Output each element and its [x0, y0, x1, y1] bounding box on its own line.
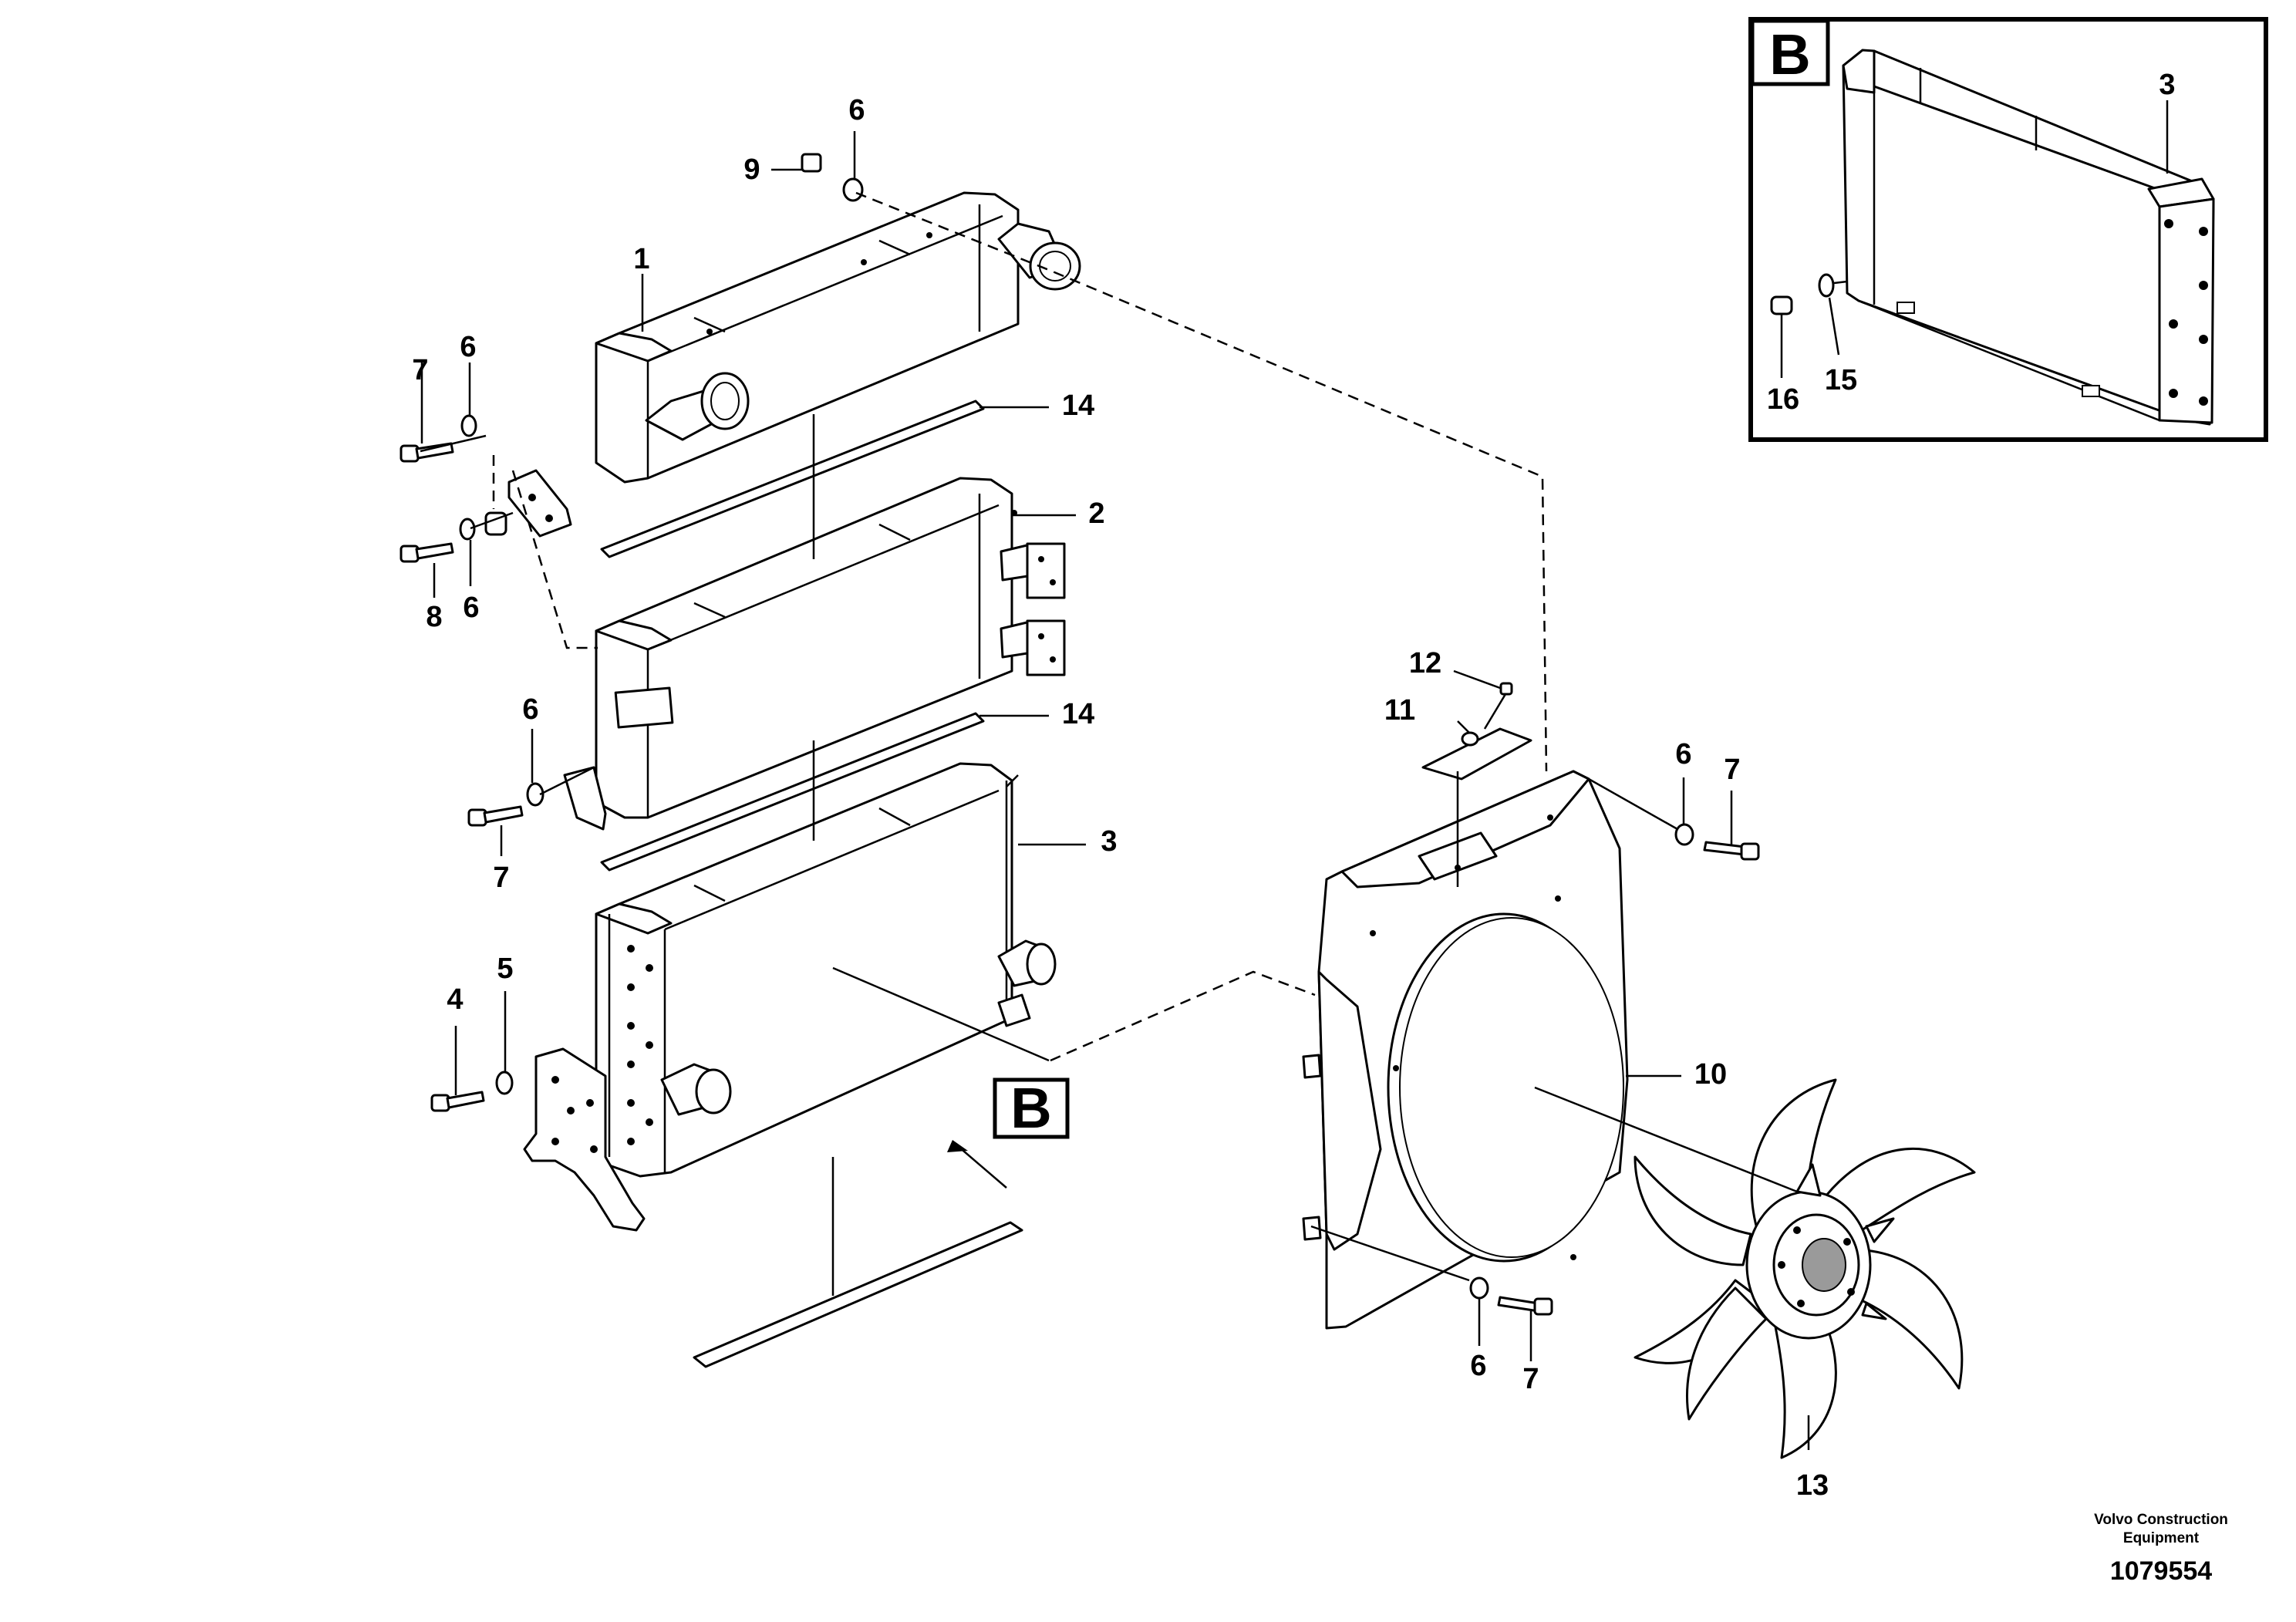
callout-numbers: 1 2 3 4 5 6 6 6 6 6 6 7 7 7 7 8 9 10 11 … — [412, 94, 1829, 1502]
nut-icon — [801, 153, 822, 173]
footer: Volvo Construction Equipment 1079554 — [2094, 1512, 2228, 1586]
bolt-icon — [1497, 1296, 1553, 1316]
part-3-radiator — [595, 762, 1057, 1178]
detail-b-label: B — [1769, 22, 1810, 86]
callout-2: 2 — [1088, 497, 1104, 530]
bolt-icon — [430, 1091, 485, 1112]
seal-washer-icon — [1818, 273, 1835, 298]
callout-8: 8 — [426, 601, 442, 633]
callout-4: 4 — [447, 983, 463, 1016]
washer-icon — [460, 414, 477, 437]
part-14-seal-strip-upper — [600, 400, 985, 558]
bottom-seal-strip — [693, 1221, 1023, 1368]
bolt-icon — [467, 805, 524, 827]
washer-icon — [1461, 731, 1479, 747]
assembly-lines — [420, 191, 1798, 1296]
callout-7-lower-left: 7 — [493, 862, 509, 894]
callout-6-mid-left: 6 — [463, 592, 479, 624]
callout-1: 1 — [633, 243, 649, 275]
callout-10: 10 — [1694, 1058, 1727, 1091]
part-13-cooling-fan — [1633, 1078, 1976, 1459]
detail-b-reference: B — [993, 1076, 1070, 1140]
part-1-charge-air-cooler — [595, 191, 1081, 484]
company-name-line1: Volvo Construction — [2094, 1512, 2228, 1528]
callout-14-lower: 14 — [1062, 698, 1094, 730]
washer-icon — [1674, 823, 1694, 846]
washer-icon — [526, 782, 544, 807]
fasteners — [400, 153, 1760, 1316]
bolt-icon — [400, 542, 454, 563]
callout-15: 15 — [1825, 364, 1857, 396]
callout-7-right: 7 — [1724, 754, 1740, 786]
drawing-number: 1079554 — [2110, 1556, 2212, 1586]
detail-b-ref-label: B — [1010, 1076, 1051, 1140]
callout-6-lower-left: 6 — [522, 693, 538, 726]
bolt-icon — [1499, 682, 1513, 696]
callout-6-top: 6 — [848, 94, 865, 126]
washer-icon — [1469, 1276, 1489, 1300]
detail-b-inset: B 3 16 15 — [1748, 17, 2268, 442]
bolt-icon — [400, 442, 454, 463]
callout-6-right: 6 — [1675, 738, 1691, 771]
mounting-bracket-upper — [507, 469, 572, 538]
callout-3-inset: 3 — [2159, 69, 2175, 101]
callout-7-upper-left: 7 — [412, 354, 428, 386]
callout-16: 16 — [1767, 383, 1799, 416]
mounting-bracket-middle — [563, 766, 607, 831]
part-10-fan-shroud — [1302, 727, 1629, 1330]
callout-leaders — [420, 131, 1810, 1450]
washer-icon — [459, 518, 476, 541]
callout-6-upper-left: 6 — [460, 331, 476, 363]
callout-6-bottom: 6 — [1470, 1350, 1486, 1382]
part-2-oil-cooler — [595, 477, 1066, 819]
drain-plug-icon — [1770, 295, 1793, 315]
callout-3: 3 — [1101, 825, 1117, 858]
callout-14-upper: 14 — [1062, 389, 1094, 422]
callout-9: 9 — [743, 153, 760, 186]
callout-13: 13 — [1796, 1469, 1829, 1502]
callout-12: 12 — [1409, 647, 1441, 679]
callout-5: 5 — [497, 953, 513, 985]
callout-11: 11 — [1384, 694, 1415, 727]
company-name-line2: Equipment — [2123, 1530, 2200, 1546]
part-14-seal-strip-middle — [600, 712, 985, 872]
mounting-bracket-lower — [523, 1047, 646, 1232]
washer-icon — [495, 1071, 514, 1095]
bolt-icon — [1703, 841, 1760, 861]
callout-7-bottom: 7 — [1522, 1363, 1539, 1395]
washer-icon — [842, 177, 864, 202]
